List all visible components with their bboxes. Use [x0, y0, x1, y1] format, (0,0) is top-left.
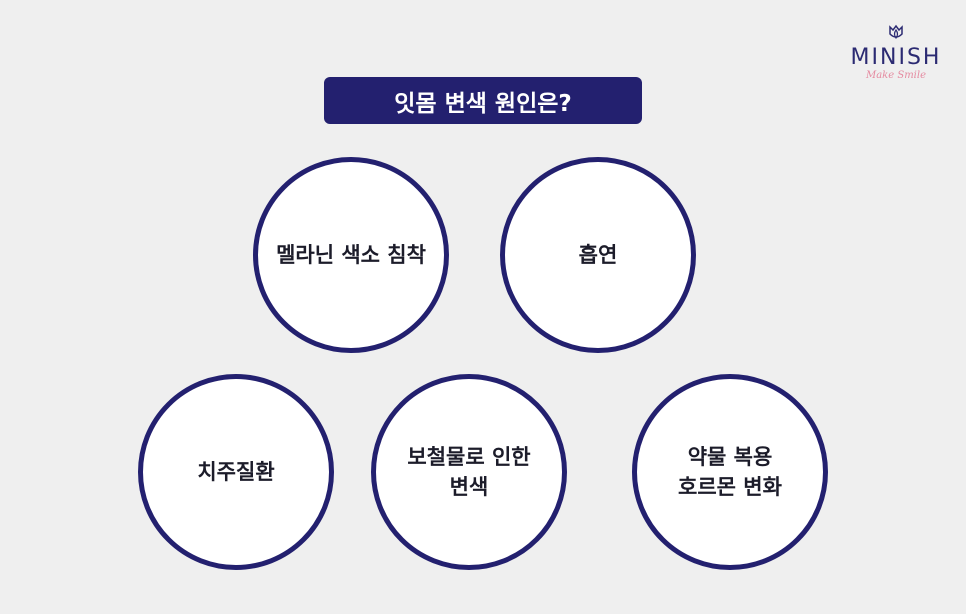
cause-label: 멜라닌 색소 침착: [276, 242, 426, 267]
cause-label: 보철물로 인한: [407, 444, 531, 469]
logo-tagline: Make Smile: [865, 70, 926, 81]
tulip-icon: [848, 24, 944, 46]
cause-label: 흡연: [578, 242, 618, 267]
minish-logo: MINISH Make Smile: [848, 24, 944, 82]
cause-circle-smoking: 흡연: [500, 157, 696, 353]
cause-label: 약물 복용: [687, 444, 773, 469]
logo-name: MINISH: [850, 45, 942, 70]
cause-circle-periodontal: 치주질환: [138, 374, 334, 570]
cause-label: 변색: [449, 475, 489, 499]
cause-label: 호르몬 변화: [678, 475, 782, 499]
cause-circle-melanin: 멜라닌 색소 침착: [253, 157, 449, 353]
cause-label: 치주질환: [197, 459, 275, 484]
page-title: 잇몸 변색 원인은?: [324, 77, 642, 124]
